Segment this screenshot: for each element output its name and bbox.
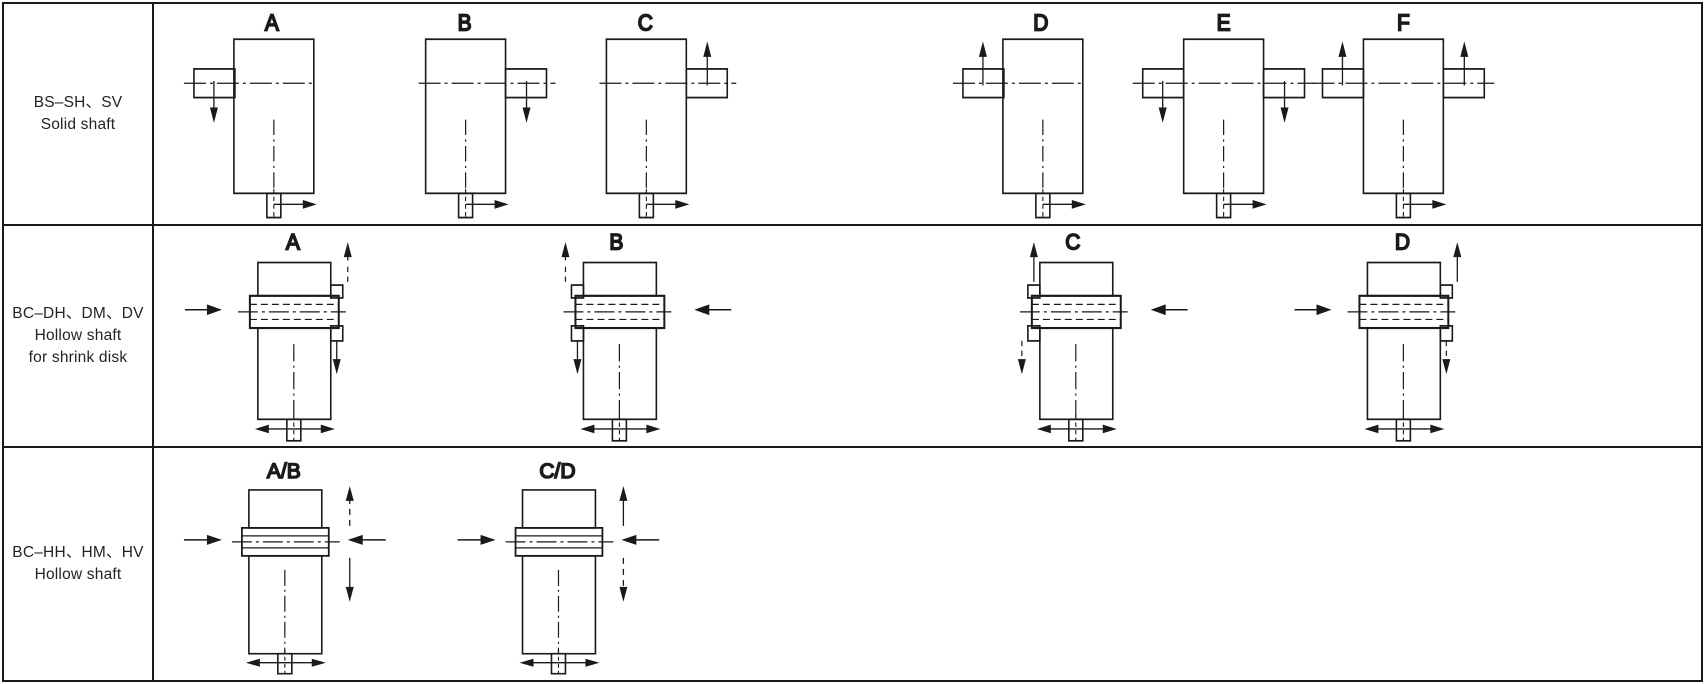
figure-caption: C <box>1065 229 1080 255</box>
row-label-solid-shaft: BS–SH、SV Solid shaft <box>4 4 154 225</box>
figure-caption: A <box>286 229 300 255</box>
diagram-cell-hollow-shrink-disk: A <box>154 226 1701 446</box>
figure-solid-C: C <box>599 9 737 219</box>
figure-shrink-D: D <box>1294 228 1462 442</box>
table-row: BC–HH、HM、HV Hollow shaft A/B <box>4 448 1701 680</box>
figure-solid-E: E <box>1132 9 1315 219</box>
figure-caption: B <box>609 229 623 255</box>
figure-solid-A: A <box>183 9 317 219</box>
figure-caption: C <box>638 9 653 35</box>
diagram-cell-hollow-shaft: A/B <box>154 448 1701 680</box>
figure-shrink-A: A <box>184 228 352 442</box>
figure-caption: E <box>1217 9 1231 35</box>
figure-solid-F: F <box>1312 9 1495 219</box>
figure-solid-D: D <box>952 9 1086 219</box>
figure-hollow-AB: A/B <box>183 459 386 675</box>
row-label-line1: BC–DH、DM、DV <box>12 304 144 322</box>
figure-caption: B <box>458 9 472 35</box>
diagram-cell-solid-shaft: A <box>154 4 1701 224</box>
row-label-line1: BC–HH、HM、HV <box>12 543 144 561</box>
row-label-hollow-shaft: BC–HH、HM、HV Hollow shaft <box>4 448 154 680</box>
row-label-hollow-shaft-shrink-disk: BC–DH、DM、DV Hollow shaft for shrink disk <box>4 226 154 447</box>
figure-caption: A <box>265 9 279 35</box>
row-label-line2: Hollow shaft <box>34 327 122 344</box>
figure-shrink-B: B <box>561 228 732 442</box>
figure-caption: F <box>1397 9 1410 35</box>
table-row: BC–DH、DM、DV Hollow shaft for shrink disk… <box>4 226 1701 449</box>
table-row: BS–SH、SV Solid shaft A <box>4 4 1701 227</box>
figure-caption: C/D <box>539 460 575 483</box>
figure-hollow-CD: C/D <box>457 459 660 675</box>
figure-caption: D <box>1395 229 1410 255</box>
figure-shrink-C: C <box>1017 228 1188 442</box>
row-label-line2: Solid shaft <box>40 116 116 134</box>
row-label-line1: BS–SH、SV <box>33 93 123 111</box>
figure-caption: D <box>1033 9 1048 35</box>
row-label-line3: for shrink disk <box>28 349 128 367</box>
figure-solid-B: B <box>418 9 556 219</box>
figure-caption: A/B <box>267 460 301 483</box>
row-label-line2: Hollow shaft <box>34 566 122 584</box>
